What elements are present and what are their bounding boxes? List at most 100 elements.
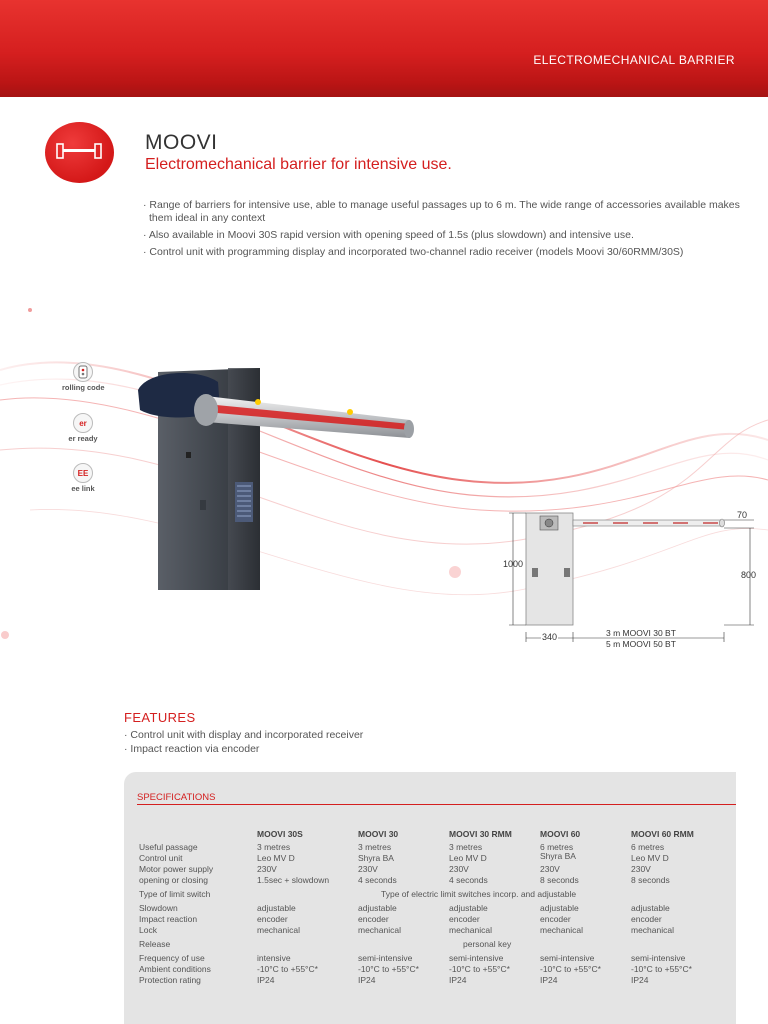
spec-value: semi-intensive: [540, 953, 595, 963]
feature-item: Control unit with display and incorporat…: [124, 728, 363, 742]
dimension-height-label: 1000: [503, 559, 524, 569]
spec-value: personal key: [463, 939, 512, 949]
spec-value: 8 seconds: [540, 875, 579, 885]
column-header: MOOVI 60: [540, 829, 581, 839]
spec-value: mechanical: [631, 925, 674, 935]
rolling-code-badge: rolling code: [62, 362, 105, 392]
spec-value: Shyra BA: [540, 851, 576, 861]
features-title: FEATURES: [124, 710, 196, 725]
spec-value: encoder: [358, 914, 389, 924]
product-description: Range of barriers for intensive use, abl…: [143, 199, 755, 263]
spec-value: IP24: [449, 975, 467, 985]
spec-value: intensive: [257, 953, 291, 963]
badge-label: rolling code: [62, 383, 105, 392]
spec-value: 4 seconds: [449, 875, 488, 885]
product-subtitle: Electromechanical barrier for intensive …: [145, 156, 452, 173]
er-icon: er: [73, 413, 93, 433]
spec-value: -10°C to +55°C*: [358, 964, 419, 974]
spec-value: IP24: [257, 975, 275, 985]
spec-value: mechanical: [540, 925, 583, 935]
spec-value: semi-intensive: [449, 953, 504, 963]
spec-value: IP24: [631, 975, 649, 985]
spec-value: 230V: [257, 864, 277, 874]
ee-link-badge: EE ee link: [62, 463, 104, 493]
spec-value: 3 metres: [358, 842, 392, 852]
spec-value: IP24: [358, 975, 376, 985]
spec-value: 3 metres: [257, 842, 291, 852]
spec-label: Release: [139, 939, 171, 949]
product-title: MOOVI: [145, 131, 218, 154]
boom-length-label: 3 m MOOVI 30 BT: [606, 628, 676, 638]
spec-value: adjustable: [449, 903, 488, 913]
spec-value: 3 metres: [449, 842, 483, 852]
dimension-width-label: 70: [737, 510, 748, 520]
column-header: MOOVI 30 RMM: [449, 829, 512, 839]
spec-value: 6 metres: [540, 842, 574, 852]
spec-value: IP24: [540, 975, 558, 985]
badge-label: er ready: [68, 434, 98, 443]
spec-value: 230V: [358, 864, 378, 874]
features-list: Control unit with display and incorporat…: [124, 728, 363, 756]
specifications-divider: [137, 804, 736, 805]
spec-value: -10°C to +55°C*: [540, 964, 601, 974]
spec-label: Slowdown: [139, 903, 178, 913]
spec-label: Frequency of use: [139, 953, 205, 963]
spec-value: 4 seconds: [358, 875, 397, 885]
dimension-height-label: 800: [741, 570, 757, 580]
er-ready-badge: er er ready: [62, 413, 104, 443]
spec-value: Leo MV D: [449, 853, 487, 863]
column-header: MOOVI 30: [358, 829, 399, 839]
description-bullet: Control unit with programming display an…: [143, 246, 755, 259]
header-banner: ELECTROMECHANICAL BARRIER: [0, 0, 768, 97]
spec-value: encoder: [449, 914, 480, 924]
spec-label: Useful passage: [139, 842, 198, 852]
specifications-panel: SPECIFICATIONS MOOVI 30S MOOVI 30 MOOVI …: [124, 772, 736, 1024]
spec-value: Shyra BA: [358, 853, 394, 863]
spec-value: adjustable: [358, 903, 397, 913]
spec-value: adjustable: [540, 903, 579, 913]
barrier-icon: [56, 143, 102, 159]
description-bullet: Range of barriers for intensive use, abl…: [143, 199, 755, 225]
spec-value: adjustable: [631, 903, 670, 913]
ee-link-icon: EE: [73, 463, 93, 483]
spec-value: Type of electric limit switches incorp. …: [381, 889, 577, 899]
spec-value: adjustable: [257, 903, 296, 913]
spec-label: Motor power supply: [139, 864, 214, 874]
dimension-base-label: 340: [541, 632, 559, 642]
category-title: ELECTROMECHANICAL BARRIER: [533, 53, 735, 67]
spec-value: -10°C to +55°C*: [449, 964, 510, 974]
dimension-diagram: [509, 512, 754, 642]
column-header: MOOVI 60 RMM: [631, 829, 694, 839]
spec-label: Lock: [139, 925, 157, 935]
spec-value: mechanical: [257, 925, 300, 935]
spec-value: encoder: [540, 914, 571, 924]
spec-value: mechanical: [449, 925, 492, 935]
spec-label: opening or closing: [139, 875, 208, 885]
spec-value: -10°C to +55°C*: [257, 964, 318, 974]
spec-value: mechanical: [358, 925, 401, 935]
spec-value: semi-intensive: [358, 953, 413, 963]
spec-label: Ambient conditions: [139, 964, 211, 974]
specifications-title: SPECIFICATIONS: [137, 792, 216, 803]
badge-label: ee link: [71, 484, 95, 493]
spec-value: encoder: [631, 914, 662, 924]
spec-value: 1.5sec + slowdown: [257, 875, 330, 885]
spec-value: 8 seconds: [631, 875, 670, 885]
remote-control-icon: [73, 362, 93, 382]
spec-value: 230V: [540, 864, 560, 874]
spec-value: 230V: [631, 864, 651, 874]
spec-label: Type of limit switch: [139, 889, 211, 899]
spec-value: 6 metres: [631, 842, 665, 852]
feature-item: Impact reaction via encoder: [124, 742, 363, 756]
boom-length-label: 5 m MOOVI 50 BT: [606, 639, 676, 649]
barrier-product-image: [138, 368, 414, 590]
spec-value: Leo MV D: [631, 853, 669, 863]
description-bullet: Also available in Moovi 30S rapid versio…: [143, 229, 755, 242]
spec-label: Control unit: [139, 853, 183, 863]
spec-label: Protection rating: [139, 975, 201, 985]
product-logo: [45, 122, 114, 183]
spec-value: semi-intensive: [631, 953, 686, 963]
column-header: MOOVI 30S: [257, 829, 303, 839]
spec-value: 230V: [449, 864, 469, 874]
spec-label: Impact reaction: [139, 914, 198, 924]
